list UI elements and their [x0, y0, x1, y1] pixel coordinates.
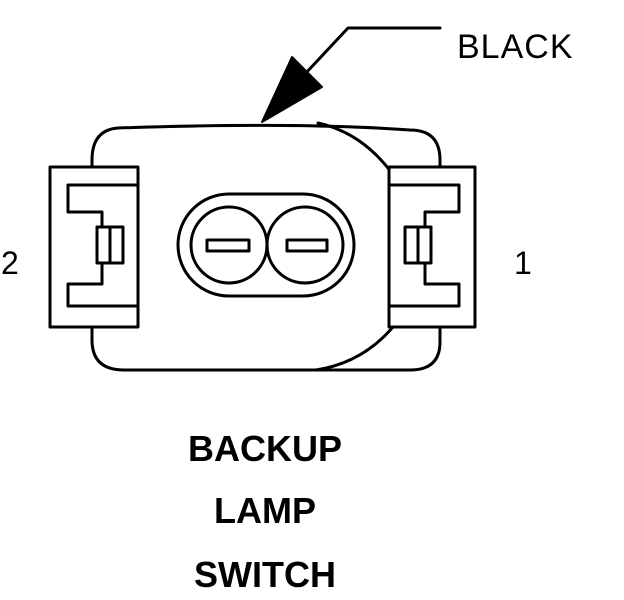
pin-1-label: 1 — [514, 245, 532, 281]
terminal-1-blade — [285, 238, 329, 253]
right-latch — [387, 165, 477, 329]
pin-2-label: 2 — [1, 245, 19, 281]
title-line-2: LAMP — [214, 490, 316, 531]
color-callout-arrow — [261, 26, 442, 123]
terminal-2-socket — [189, 205, 269, 285]
terminal-2-blade — [205, 238, 251, 253]
connector-shoulder-bottom — [314, 316, 402, 372]
left-latch — [48, 165, 140, 329]
title-line-3: SWITCH — [194, 554, 336, 595]
title-line-1: BACKUP — [187, 428, 342, 469]
terminal-1-socket — [265, 205, 345, 285]
wire-color-label: BLACK — [457, 28, 574, 66]
terminal-cavity — [176, 192, 356, 298]
